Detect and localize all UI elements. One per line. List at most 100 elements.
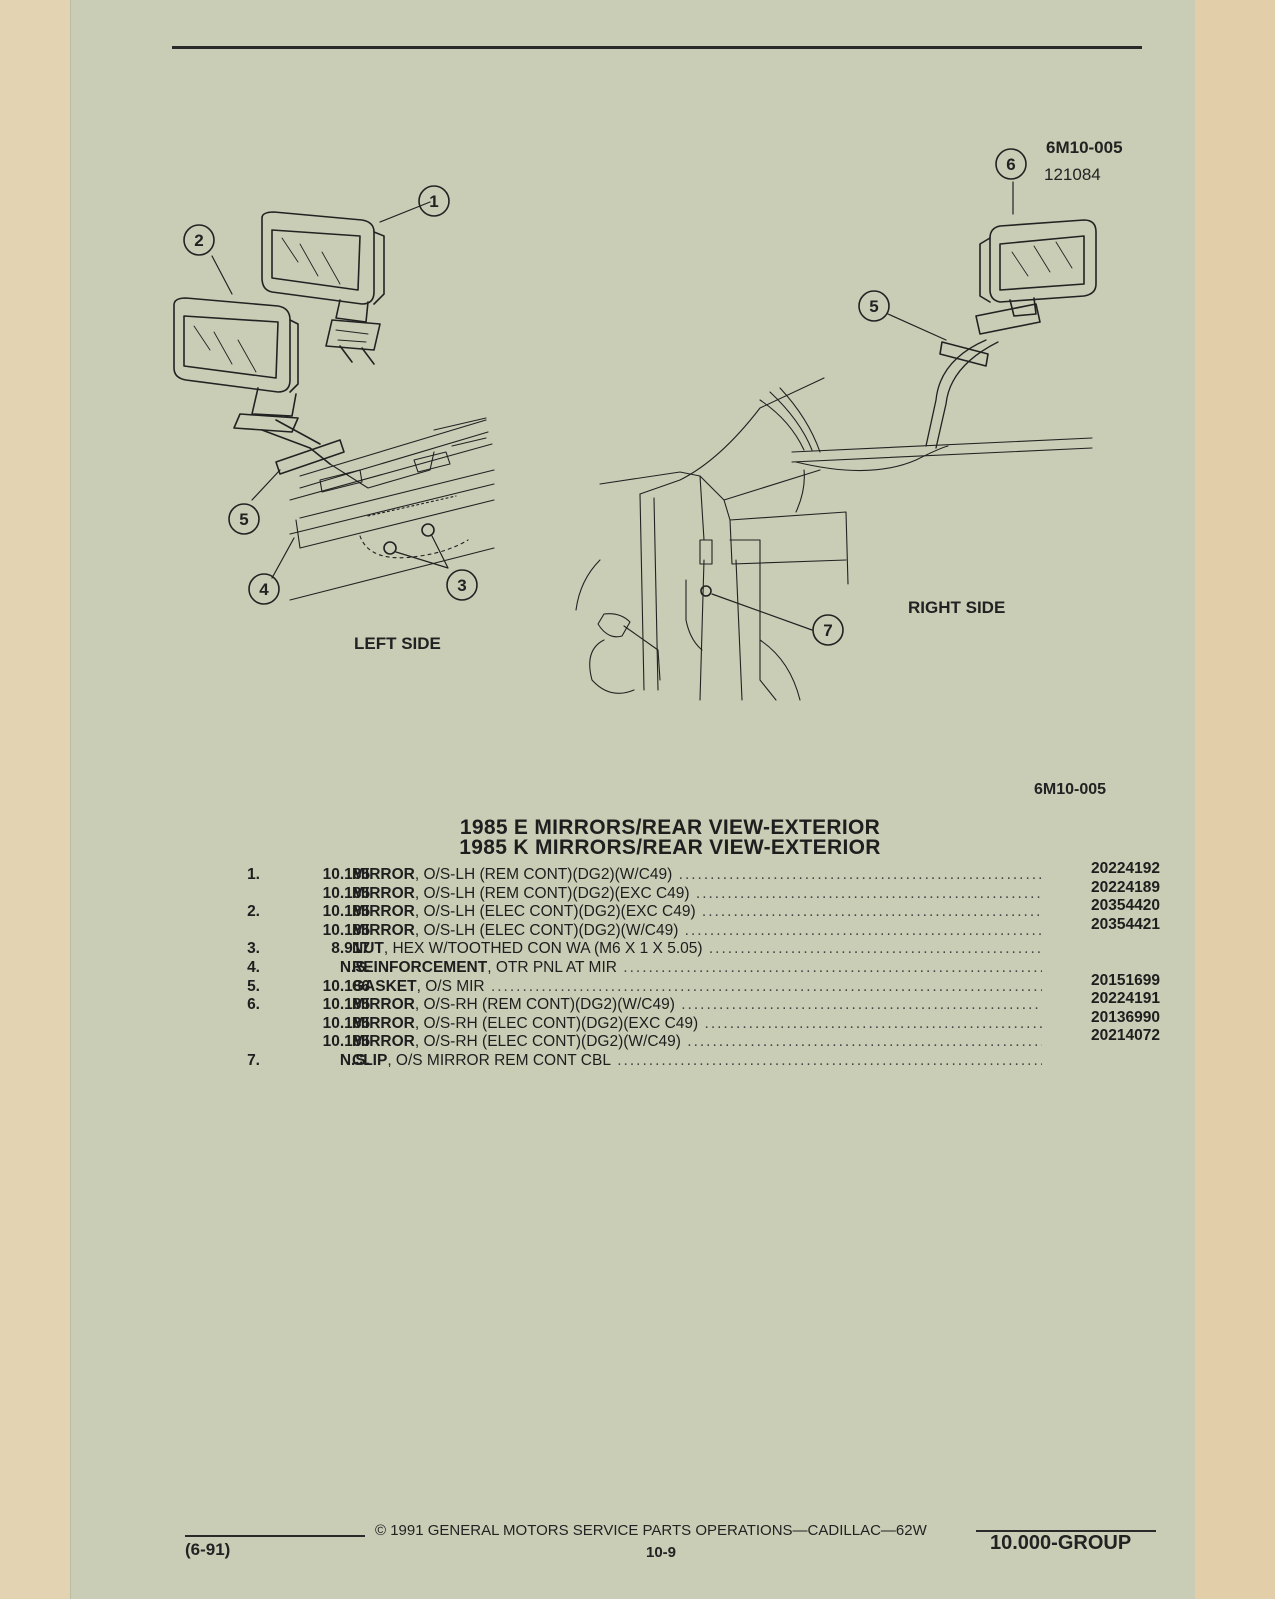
item-number: 2. <box>247 903 260 921</box>
callout-1: 1 <box>418 185 450 217</box>
mirror-exploded-diagram: 1 2 5 4 3 6 5 7 <box>173 148 1097 701</box>
title-k: 1985 K MIRRORS/REAR VIEW-EXTERIOR <box>459 836 881 859</box>
footer-copyright: © 1991 GENERAL MOTORS SERVICE PARTS OPER… <box>375 1522 927 1539</box>
leader-dots: ........................................… <box>617 1051 1042 1069</box>
parts-row: 7.N.S.CLIP, O/S MIRROR REM CONT CBL ....… <box>230 1052 1160 1071</box>
group-number: 10.185 <box>322 1014 370 1032</box>
right-gasket <box>939 341 989 367</box>
part-name: MIRROR <box>352 1014 415 1032</box>
part-number: 20136990 <box>1091 1008 1160 1026</box>
item-number: 3. <box>247 940 260 958</box>
group-number: 10.185 <box>322 884 370 902</box>
footer-rule-right <box>976 1530 1156 1532</box>
figure-code: 6M10-005 <box>1046 138 1123 157</box>
part-name: MIRROR <box>352 903 415 921</box>
callout-5-left: 5 <box>228 503 260 535</box>
part-name: NUT <box>352 940 384 958</box>
part-description: MIRROR, O/S-RH (ELEC CONT)(DG2)(EXC C49)… <box>352 1015 1042 1033</box>
left-door-panel <box>289 417 495 601</box>
right-body-structure <box>575 377 1093 701</box>
svg-text:4: 4 <box>259 580 269 599</box>
item-number: 6. <box>247 996 260 1014</box>
nut-a <box>383 541 397 555</box>
part-description: CLIP, O/S MIRROR REM CONT CBL ..........… <box>352 1052 1042 1070</box>
leader-dots: ........................................… <box>708 940 1042 958</box>
part-number: 20151699 <box>1091 971 1160 989</box>
part-detail: , O/S-RH (ELEC CONT)(DG2)(EXC C49) <box>414 1014 699 1032</box>
group-number: 10.185 <box>322 866 370 883</box>
part-detail: , OTR PNL AT MIR <box>487 958 617 976</box>
svg-text:2: 2 <box>194 231 203 250</box>
part-name: MIRROR <box>352 866 415 883</box>
group-number: 10.185 <box>322 1033 370 1051</box>
part-description: MIRROR, O/S-RH (ELEC CONT)(DG2)(W/C49) .… <box>352 1033 1042 1051</box>
callout-6: 6 <box>995 148 1027 180</box>
svg-text:7: 7 <box>823 621 832 640</box>
part-description: MIRROR, O/S-LH (ELEC CONT)(DG2)(W/C49) .… <box>352 922 1042 940</box>
footer-rule-left <box>185 1535 365 1537</box>
page-edge-stain <box>1195 0 1275 1599</box>
right-mirror <box>975 219 1097 335</box>
part-description: MIRROR, O/S-LH (REM CONT)(DG2)(W/C49) ..… <box>352 866 1042 884</box>
part-name: CLIP <box>352 1051 388 1069</box>
part-description: MIRROR, O/S-LH (REM CONT)(DG2)(EXC C49) … <box>352 885 1042 903</box>
group-number: 10.185 <box>322 903 370 921</box>
part-detail: , O/S-LH (REM CONT)(DG2)(W/C49) <box>414 866 673 883</box>
part-number: 20224189 <box>1091 878 1160 896</box>
group-number: N.S. <box>339 958 370 976</box>
footer-group: 10.000-GROUP <box>990 1532 1132 1554</box>
group-number: 10.185 <box>322 996 370 1014</box>
part-name: REINFORCEMENT <box>352 958 488 976</box>
part-description: MIRROR, O/S-RH (REM CONT)(DG2)(W/C49) ..… <box>352 996 1042 1014</box>
leader-dots: ........................................… <box>684 921 1042 939</box>
part-name: MIRROR <box>352 884 415 902</box>
part-name: MIRROR <box>352 921 415 939</box>
leader-dots: ........................................… <box>623 958 1042 976</box>
leader-dots: ........................................… <box>701 903 1042 921</box>
part-number: 20224191 <box>1091 990 1160 1008</box>
callout-3: 3 <box>446 569 478 601</box>
group-number: 8.917 <box>331 940 370 958</box>
part-detail: , HEX W/TOOTHED CON WA (M6 X 1 X 5.05) <box>383 940 703 958</box>
svg-text:3: 3 <box>457 576 466 595</box>
left-side-label: LEFT SIDE <box>354 634 441 653</box>
leader-dots: ........................................… <box>678 866 1042 883</box>
part-description: MIRROR, O/S-LH (ELEC CONT)(DG2)(EXC C49)… <box>352 903 1042 921</box>
callout-2: 2 <box>183 224 215 256</box>
footer-date-code: (6-91) <box>185 1540 231 1559</box>
figure-date: 121084 <box>1044 165 1101 184</box>
right-side-label: RIGHT SIDE <box>908 598 1006 617</box>
part-description: REINFORCEMENT, OTR PNL AT MIR ..........… <box>352 959 1042 977</box>
callout-5-right: 5 <box>858 290 890 322</box>
part-name: MIRROR <box>352 1033 415 1051</box>
part-description: GASKET, O/S MIR ........................… <box>352 978 1042 996</box>
svg-text:5: 5 <box>239 510 248 529</box>
figure-code-bottom: 6M10-005 <box>1034 781 1107 798</box>
footer-page-number: 10-9 <box>646 1544 677 1561</box>
part-number: 20214072 <box>1091 1027 1160 1045</box>
part-name: MIRROR <box>352 996 415 1014</box>
svg-text:1: 1 <box>429 192 438 211</box>
title-e: 1985 E MIRRORS/REAR VIEW-EXTERIOR <box>459 816 881 839</box>
callout-4: 4 <box>248 573 280 605</box>
callout-7: 7 <box>812 614 844 646</box>
part-detail: , O/S MIRROR REM CONT CBL <box>387 1051 611 1069</box>
leader-dots: ........................................… <box>681 996 1042 1014</box>
part-description: NUT, HEX W/TOOTHED CON WA (M6 X 1 X 5.05… <box>352 940 1042 958</box>
item-number: 4. <box>247 958 260 976</box>
item-number: 5. <box>247 977 260 995</box>
part-number: 20224192 <box>1091 860 1160 877</box>
part-detail: , O/S-RH (ELEC CONT)(DG2)(W/C49) <box>414 1033 681 1051</box>
clip-7 <box>700 585 712 597</box>
group-number: N.S. <box>339 1051 370 1069</box>
